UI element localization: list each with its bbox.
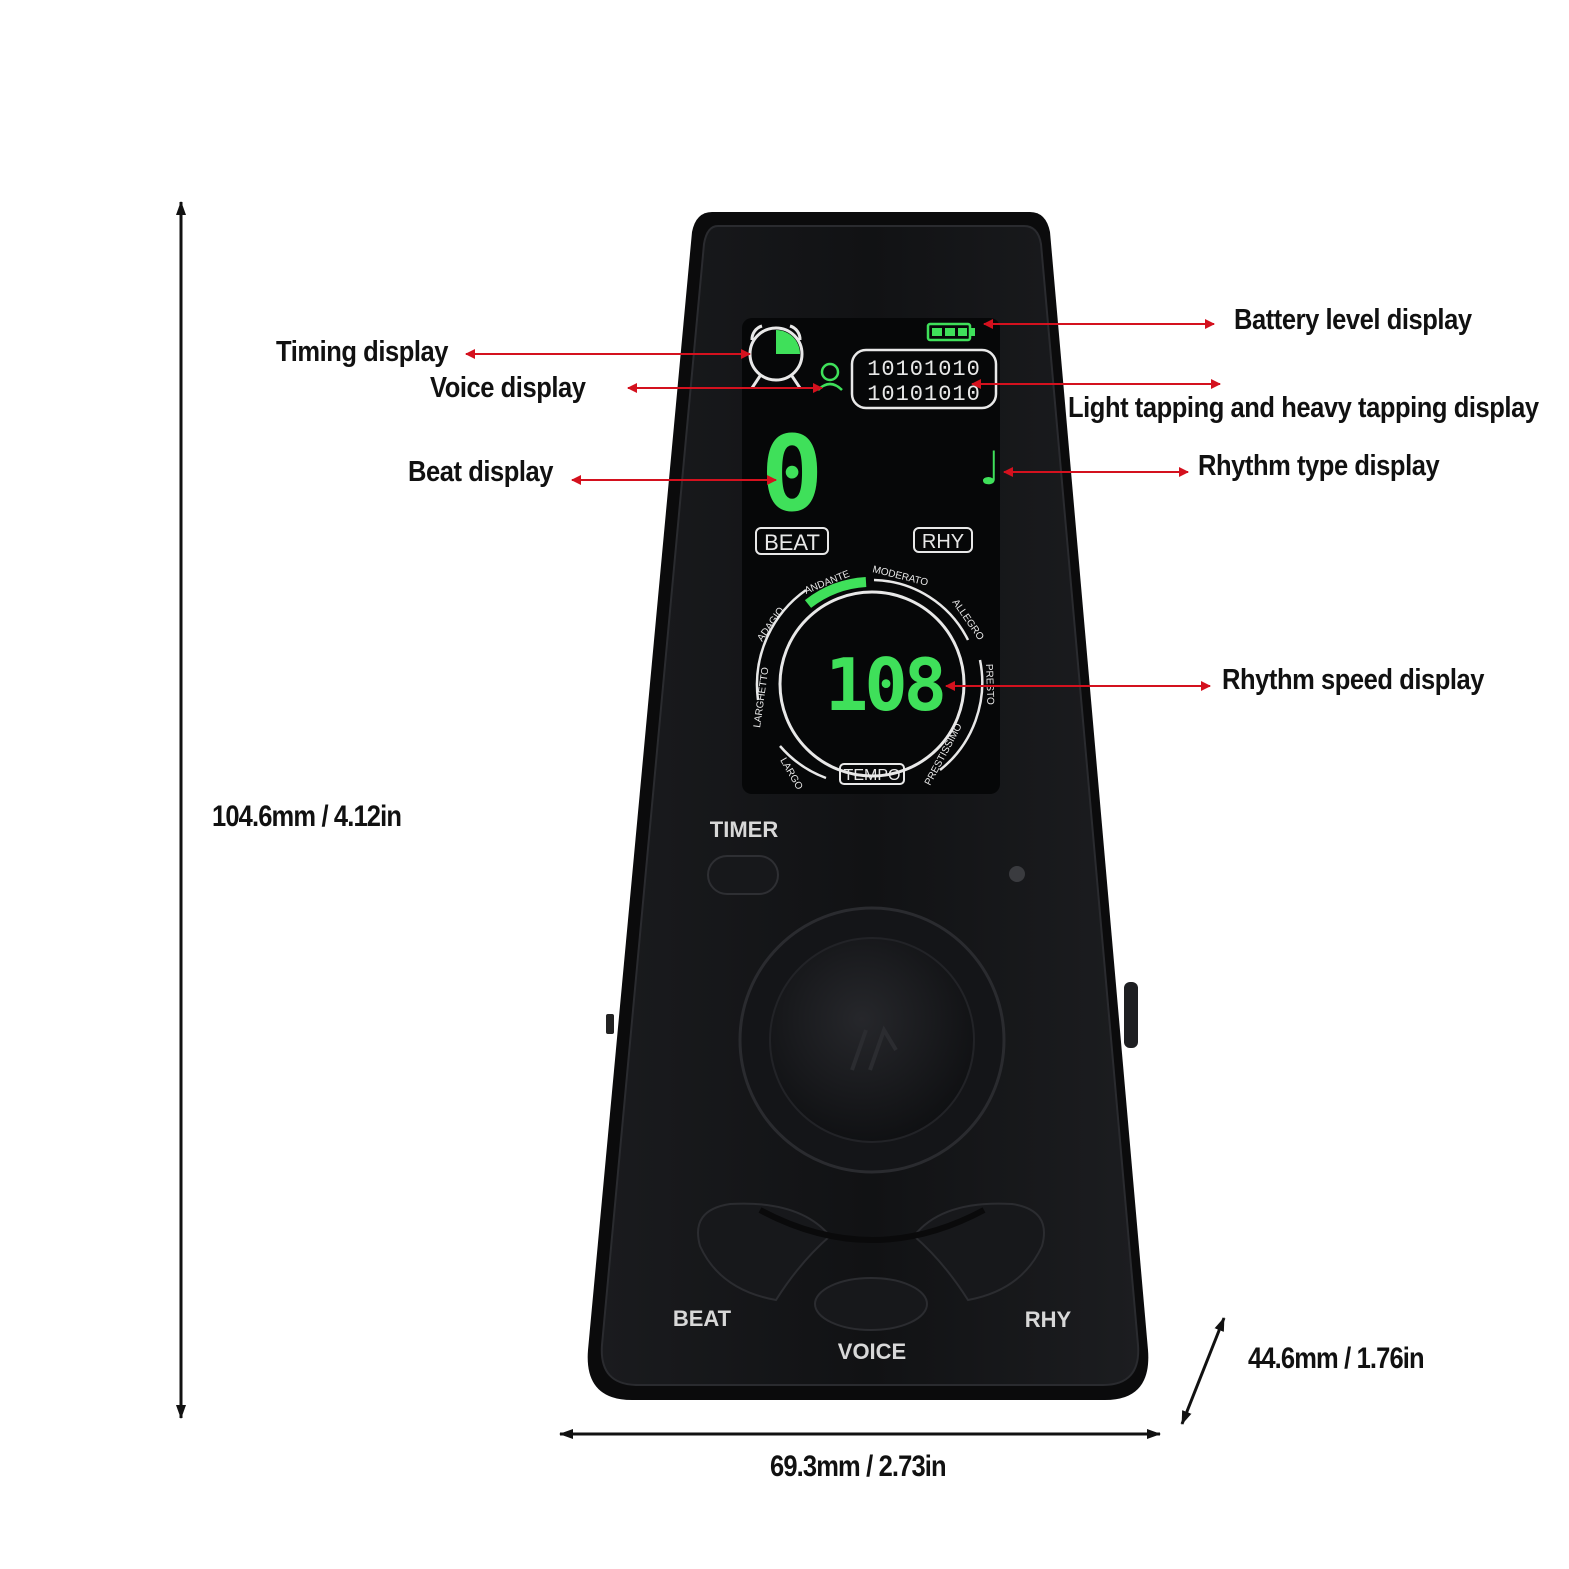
callout-arrows (465, 319, 1221, 691)
tempo-value: 108 (825, 643, 943, 727)
timer-button-label: TIMER (710, 817, 779, 842)
depth-dimension-arrow (1180, 1317, 1226, 1425)
tap-row-1: 10101010 (867, 357, 981, 382)
beat-tag: BEAT (764, 530, 820, 555)
beat-button-label: BEAT (673, 1306, 732, 1331)
beat-tag-box (755, 527, 829, 555)
rhy-button-label: RHY (1025, 1307, 1072, 1332)
side-switch[interactable] (606, 1014, 614, 1034)
side-dial[interactable] (1124, 982, 1138, 1048)
top-arc-divider (758, 1207, 986, 1243)
knob-logo-icon (850, 1025, 898, 1071)
device-face (600, 225, 1140, 1386)
timer-button[interactable] (707, 855, 779, 895)
tap-row-2: 10101010 (867, 382, 981, 407)
indicator-led (1009, 866, 1025, 882)
tapping-display-label: Light tapping and heavy tapping display (1068, 392, 1539, 424)
timing-display-label: Timing display (276, 336, 449, 368)
metronome-device: 10101010 10101010 0 ♩ BEAT RHY LARGO LAR… (587, 212, 1149, 1400)
battery-level-display-label: Battery level display (1234, 304, 1472, 336)
voice-display-label: Voice display (430, 372, 586, 404)
rhythm-speed-display-label: Rhythm speed display (1222, 664, 1485, 696)
voice-button-label: VOICE (838, 1339, 906, 1364)
dimension-arrows (176, 201, 1226, 1439)
tempo-dial (755, 577, 984, 780)
rhy-tag-box (913, 527, 973, 553)
voice-button[interactable] (814, 1277, 928, 1331)
tempo-knob[interactable] (769, 937, 975, 1143)
rhythm-note-icon: ♩ (979, 441, 1001, 495)
tempo-tag: TEMPO (844, 767, 901, 784)
beat-display-label: Beat display (408, 456, 554, 488)
width-dimension-label: 69.3mm / 2.73in (770, 1450, 947, 1483)
tempo-tag-box (839, 763, 905, 785)
tempo-mark-presto: PRESTO (983, 664, 995, 706)
depth-dimension-label: 44.6mm / 1.76in (1248, 1342, 1425, 1375)
height-dimension-label: 104.6mm / 4.12in (212, 800, 402, 833)
battery-icon (926, 322, 975, 342)
rhythm-type-display-label: Rhythm type display (1198, 450, 1440, 482)
lcd-screen (742, 318, 1000, 794)
rhy-tag: RHY (922, 531, 964, 553)
beat-digit: 0 (761, 413, 824, 535)
